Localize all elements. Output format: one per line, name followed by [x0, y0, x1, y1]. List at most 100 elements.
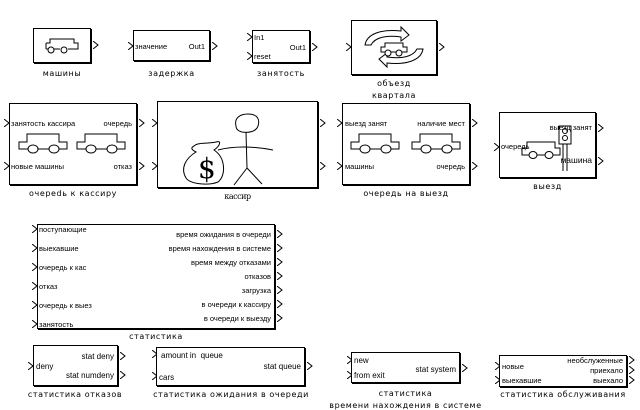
car-icon	[521, 141, 561, 159]
block-label: квартала	[372, 91, 416, 100]
output-port-arrow[interactable]	[277, 314, 283, 322]
block-delay[interactable]: значение Out1	[133, 30, 210, 61]
in-port-label: from exit	[354, 371, 385, 380]
output-port-arrow[interactable]	[462, 364, 468, 372]
out-port-label: отказ	[113, 162, 132, 171]
in-port-label: поступающие	[39, 225, 87, 234]
block-label: очередь на выезд	[363, 189, 449, 198]
in-port-label: amount in queue	[161, 351, 223, 360]
output-port-arrow[interactable]	[320, 162, 326, 170]
output-port-arrow[interactable]	[139, 162, 145, 170]
output-port-arrow[interactable]	[472, 162, 478, 170]
out-port-label: необслуженные	[567, 356, 623, 365]
block-exit-queue[interactable]: выезд занят машины наличие мест очередь	[342, 103, 470, 185]
out-port-label: Out1	[289, 43, 306, 52]
out-port-label: время ожидания в очереди	[176, 230, 271, 239]
out-port-label: время между отказами	[190, 258, 271, 267]
detour-cycle-icon	[364, 25, 424, 69]
out-port-label: очередь	[103, 119, 132, 128]
block-label: статистика	[378, 389, 433, 398]
output-port-arrow[interactable]	[277, 244, 283, 252]
out-port-label: приехало	[590, 366, 623, 375]
block-label: статистика ожидания в очереди	[153, 390, 309, 399]
car-icon	[45, 38, 79, 54]
output-port-arrow[interactable]	[598, 157, 604, 165]
out-port-label: очередь	[436, 162, 465, 171]
block-queue-stats[interactable]: amount in queue cars stat queue	[156, 347, 305, 386]
in-port-label: занятость кассира	[11, 119, 76, 128]
in-port-label: значение	[135, 42, 168, 51]
output-port-arrow[interactable]	[307, 362, 313, 370]
output-port-arrow[interactable]	[277, 286, 283, 294]
car-icon	[18, 133, 68, 154]
out-port-label: в очереди к кассиру	[201, 300, 272, 309]
output-port-arrow[interactable]	[277, 272, 283, 280]
block-label: машины	[42, 69, 82, 78]
block-service-stats[interactable]: новые выехавшие необслуженные приехало в…	[499, 355, 627, 387]
output-port-arrow[interactable]	[320, 119, 326, 127]
in-port-label: reset	[254, 52, 271, 61]
in-port-label: выехавшие	[502, 376, 542, 385]
in-port-label: новые машины	[11, 162, 65, 171]
block-cashier[interactable]: $	[157, 101, 318, 188]
output-port-arrow[interactable]	[439, 43, 445, 51]
output-port-arrow[interactable]	[139, 119, 145, 127]
block-label: времени нахождения в системе	[329, 401, 482, 410]
traffic-light-icon	[558, 125, 572, 171]
out-port-label: Out1	[188, 42, 205, 51]
output-port-arrow[interactable]	[277, 230, 283, 238]
in-port-label: очередь к выез	[39, 301, 92, 310]
output-port-arrow[interactable]	[472, 119, 478, 127]
block-system-stats[interactable]: new from exit stat system	[351, 352, 460, 383]
out-port-label: stat deny	[81, 352, 114, 361]
in-port-label: new	[354, 356, 369, 365]
out-port-label: наличие мест	[417, 119, 465, 128]
in-port-label: занятость	[39, 320, 74, 329]
block-label: задержка	[148, 69, 195, 78]
output-port-arrow[interactable]	[120, 371, 126, 379]
in-port-label: очередь	[501, 142, 530, 151]
car-icon	[350, 133, 400, 154]
output-port-arrow[interactable]	[277, 300, 283, 308]
in-port-label: выехавшие	[39, 244, 79, 253]
block-label: кассир	[224, 192, 251, 201]
output-port-arrow[interactable]	[212, 42, 218, 50]
out-port-label: выехало	[593, 376, 623, 385]
block-label: объезд	[377, 79, 411, 88]
output-port-arrow[interactable]	[629, 366, 635, 374]
block-cars[interactable]	[33, 28, 91, 63]
out-port-label: в очереди к выезду	[203, 314, 271, 323]
block-label: статистика	[129, 332, 183, 341]
output-port-arrow[interactable]	[629, 376, 635, 384]
output-port-arrow[interactable]	[120, 352, 126, 360]
car-icon	[76, 133, 126, 154]
in-port-label: отказ	[39, 282, 58, 291]
output-port-arrow[interactable]	[93, 41, 99, 49]
out-port-label: загрузка	[241, 286, 271, 295]
block-statistics[interactable]: поступающие выехавшие очередь к кас отка…	[37, 224, 275, 329]
output-port-arrow[interactable]	[277, 258, 283, 266]
block-cashier-queue[interactable]: занятость кассира новые машины очередь о…	[9, 103, 137, 185]
block-label: выезд	[533, 182, 562, 191]
out-port-label: отказов	[244, 272, 271, 281]
in-port-label: новые	[502, 362, 524, 371]
in-port-label: выезд занят	[345, 119, 388, 128]
out-port-label: машина	[560, 155, 592, 165]
out-port-label: stat numdeny	[65, 371, 114, 380]
output-port-arrow[interactable]	[312, 43, 318, 51]
car-icon	[411, 133, 461, 154]
block-exit[interactable]: очередь выезд занят машина	[499, 112, 596, 178]
in-port-label: cars	[159, 373, 175, 382]
block-label: занятость	[257, 69, 305, 78]
out-port-label: stat queue	[263, 362, 301, 371]
svg-text:$: $	[198, 152, 216, 185]
output-port-arrow[interactable]	[598, 124, 604, 132]
block-label: очерedь к кассиру	[29, 189, 117, 198]
in-port-label: очередь к кас	[39, 263, 87, 272]
output-port-arrow[interactable]	[629, 356, 635, 364]
cashier-money-bag-icon: $	[183, 113, 274, 186]
block-busy[interactable]: In1 reset Out1	[252, 30, 310, 63]
block-deny-stats[interactable]: deny stat deny stat numdeny	[33, 345, 118, 386]
block-detour[interactable]	[351, 20, 437, 75]
block-label: статистика обслуживания	[500, 390, 626, 399]
